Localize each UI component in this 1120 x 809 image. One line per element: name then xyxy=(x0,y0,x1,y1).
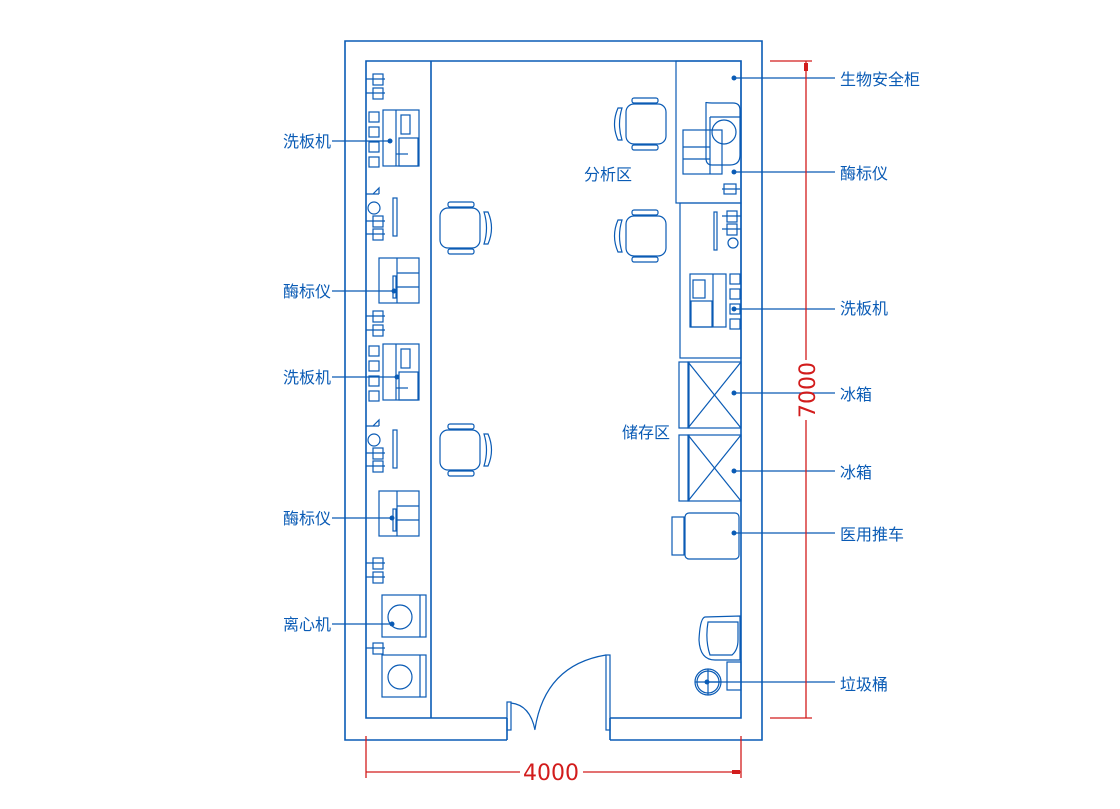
centrifuge-1[interactable] xyxy=(381,594,427,638)
balance-icon xyxy=(366,186,381,215)
label-fridge-1: 冰箱 xyxy=(840,385,872,404)
outer-wall xyxy=(344,40,763,741)
socket-icon xyxy=(366,310,385,323)
socket-icon xyxy=(366,460,385,473)
door[interactable] xyxy=(506,654,611,731)
label-washer-1: 洗板机 xyxy=(283,132,331,151)
width-dimension-label: 4000 xyxy=(523,761,579,786)
chairs xyxy=(439,97,667,477)
chair-icon xyxy=(613,97,667,151)
dimension-height: 7000 xyxy=(770,60,821,719)
washer-3[interactable] xyxy=(689,210,741,330)
leader-lines xyxy=(332,75,835,685)
zone-analysis-label: 分析区 xyxy=(584,165,632,184)
dimension-width: 4000 xyxy=(365,736,742,786)
height-dimension-label: 7000 xyxy=(796,362,821,418)
inner-wall xyxy=(365,60,742,719)
right-bench xyxy=(679,202,742,359)
biosafety-cabinet[interactable] xyxy=(675,60,742,204)
label-centrifuge: 离心机 xyxy=(283,615,331,634)
sink[interactable] xyxy=(698,615,742,691)
tray-icon xyxy=(392,197,398,237)
medical-cart[interactable] xyxy=(671,512,740,560)
socket-icon xyxy=(366,215,385,228)
label-washer-2: 洗板机 xyxy=(283,368,331,387)
balance-icon xyxy=(366,418,381,447)
reader-1[interactable] xyxy=(378,257,420,304)
socket-icon xyxy=(366,557,385,570)
label-reader-1: 酶标仪 xyxy=(283,282,331,301)
label-washer-3: 洗板机 xyxy=(840,299,888,318)
tray-icon xyxy=(392,429,398,469)
socket-icon xyxy=(366,73,385,86)
fridge-2[interactable] xyxy=(678,434,742,502)
reader-3[interactable] xyxy=(682,101,741,195)
zone-storage-label: 储存区 xyxy=(622,423,670,442)
reader-2[interactable] xyxy=(378,490,420,537)
socket-icon xyxy=(366,642,385,655)
fridge-1[interactable] xyxy=(678,361,742,429)
socket-icon xyxy=(366,571,385,584)
label-reader-3: 酶标仪 xyxy=(840,164,888,183)
label-fridge-2: 冰箱 xyxy=(840,463,872,482)
socket-icon xyxy=(366,447,385,460)
washer-2[interactable] xyxy=(368,343,420,402)
washer-1[interactable] xyxy=(368,109,420,168)
label-medical-cart: 医用推车 xyxy=(840,525,904,544)
chair-icon xyxy=(439,201,493,255)
label-reader-2: 酶标仪 xyxy=(283,509,331,528)
socket-icon xyxy=(366,324,385,337)
socket-icon xyxy=(366,228,385,241)
chair-icon xyxy=(439,423,493,477)
socket-icon xyxy=(366,87,385,100)
label-biosafety-cabinet: 生物安全柜 xyxy=(840,70,920,89)
label-trash-bin: 垃圾桶 xyxy=(840,675,888,694)
chair-icon xyxy=(613,209,667,263)
centrifuge-2[interactable] xyxy=(381,654,427,698)
left-bench-equipment xyxy=(366,73,427,698)
